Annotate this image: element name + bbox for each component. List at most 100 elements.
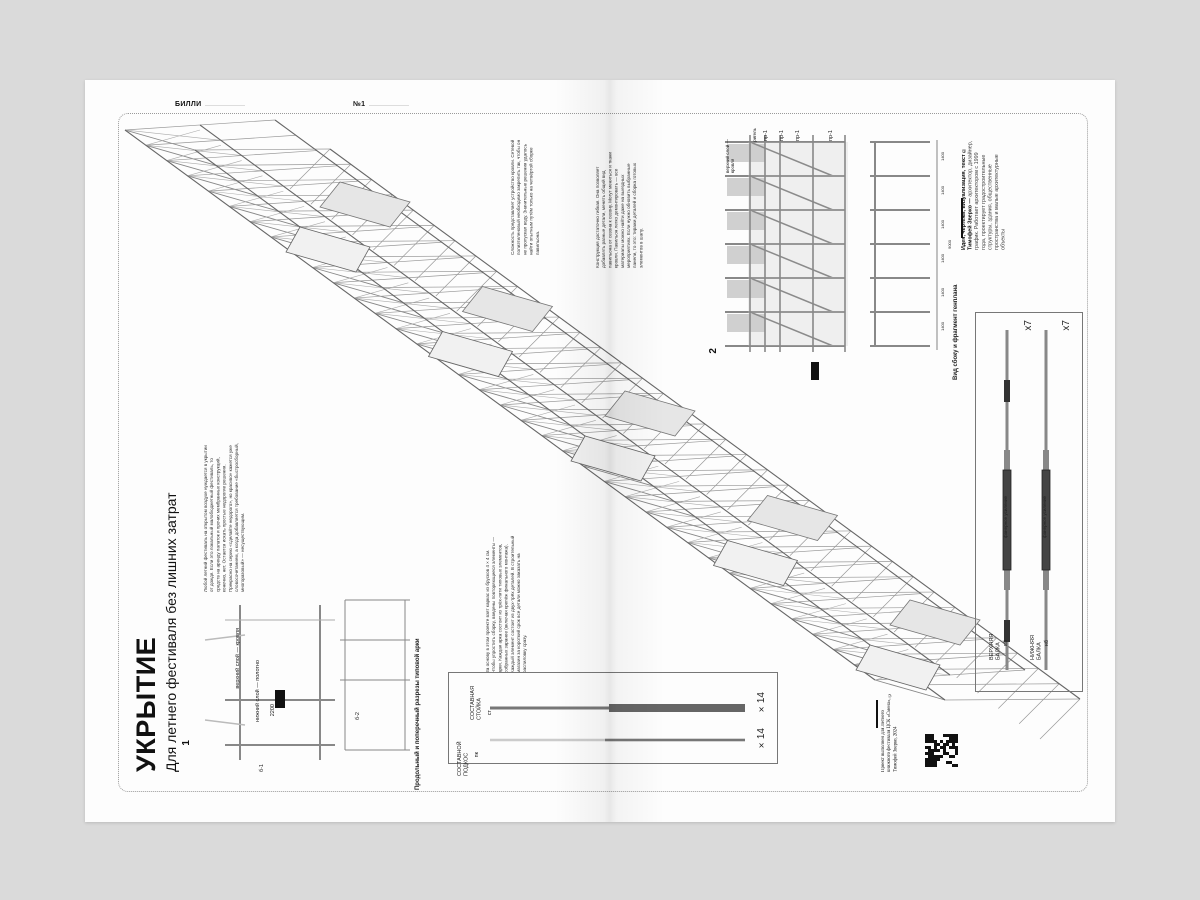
part-note: фанерное усиление <box>1003 496 1008 539</box>
beam <box>194 148 331 151</box>
roof-panel <box>727 144 765 162</box>
figure-2-caption: Вид сбоку и фрагмент генплана <box>953 284 959 380</box>
brace <box>208 190 305 202</box>
roof-panel <box>727 212 765 230</box>
qr-module <box>937 743 940 746</box>
plywood-reinforcement <box>1041 469 1051 571</box>
page-frame <box>118 113 1088 792</box>
fig2-label-pr1: пр-1 <box>779 130 785 141</box>
fig1-label-canvas: нижний слой — полотно <box>255 660 261 722</box>
post <box>729 572 800 594</box>
qr-module <box>943 752 946 755</box>
qr-module <box>931 749 934 752</box>
beam <box>715 530 851 533</box>
brace <box>541 419 596 436</box>
beam <box>882 652 1018 655</box>
magazine-name-text: БИЛЛИ <box>175 101 202 108</box>
qr-module <box>931 740 934 743</box>
strut <box>581 362 622 404</box>
qr-module <box>955 734 958 737</box>
qr-module <box>955 737 958 740</box>
part-code: пк <box>474 752 480 758</box>
fig1-label-height: 2200 <box>270 704 276 717</box>
brace <box>229 190 284 207</box>
canopy-panel <box>604 390 696 437</box>
qr-module <box>934 764 937 767</box>
qr-module <box>925 746 928 749</box>
brace <box>604 481 701 492</box>
part-code: ст <box>487 710 493 716</box>
brace <box>687 526 742 543</box>
joint <box>1004 380 1010 402</box>
qr-code[interactable] <box>925 734 959 768</box>
beam <box>236 179 372 181</box>
brace <box>354 282 409 299</box>
intro-text: Любой летний фестиваль на открытом возду… <box>203 443 246 592</box>
post <box>124 129 196 151</box>
brace <box>520 419 617 431</box>
brace <box>812 633 909 645</box>
post <box>187 175 258 197</box>
body-text-1: Сложность представляет устройство кровли… <box>510 139 540 255</box>
brace <box>374 297 430 314</box>
brace <box>270 221 326 238</box>
human-figure-icon <box>811 362 819 380</box>
beam <box>215 163 351 166</box>
qr-module <box>931 761 934 764</box>
post <box>520 419 591 441</box>
post <box>312 267 383 288</box>
qr-module <box>949 761 952 764</box>
brace <box>833 633 888 650</box>
brace <box>229 206 326 217</box>
beam <box>444 331 581 334</box>
post <box>770 603 841 625</box>
fig1-label-b1: б-1 <box>259 764 265 773</box>
brace <box>354 297 451 309</box>
credits: Идея, чертежи, визуализация, текст © Тим… <box>961 140 1039 250</box>
qr-module <box>934 746 937 749</box>
qr-module <box>946 734 949 737</box>
fig2-label-pr1: пр-1 <box>828 130 834 141</box>
post <box>374 312 446 334</box>
qr-module <box>949 737 952 740</box>
qr-module <box>931 737 934 740</box>
article-title: УКРЫТИЕ <box>131 636 161 772</box>
brace <box>791 618 888 630</box>
strut <box>1039 698 1081 740</box>
qr-module <box>937 749 940 752</box>
brace <box>666 526 763 538</box>
qr-module <box>940 740 943 743</box>
qr-module <box>928 734 931 737</box>
qr-module <box>931 758 934 761</box>
brace <box>166 144 221 161</box>
fig2-label-pr1: пр-1 <box>763 130 769 141</box>
qr-module <box>925 734 928 737</box>
qr-module <box>943 746 946 749</box>
dimension-label: 1400 <box>940 288 945 297</box>
qr-module <box>925 758 928 761</box>
post <box>229 205 300 227</box>
qr-module <box>940 755 943 758</box>
body-text-2: Конструкция достаточно гибкая. Она позво… <box>595 152 644 268</box>
post <box>624 496 696 518</box>
brace <box>645 496 701 513</box>
part-count: x7 <box>1061 320 1072 331</box>
brace <box>145 144 242 156</box>
fig2-label-rigel: ригель <box>752 128 757 142</box>
part-name: СОСТАВНАЯ СТОЙКА <box>470 685 483 720</box>
qr-module <box>937 755 940 758</box>
beam <box>486 362 622 365</box>
roof-panel <box>727 314 765 332</box>
qr-module <box>955 740 958 743</box>
part-name: НИЖНЯЯ БАЛКА <box>1030 635 1043 660</box>
strut <box>706 454 747 495</box>
part-code: нб <box>1044 640 1050 647</box>
section-strut <box>204 719 246 726</box>
rail <box>199 124 951 676</box>
rail <box>124 129 876 681</box>
post <box>479 389 550 411</box>
post <box>666 526 737 548</box>
roof-panel <box>727 246 765 264</box>
qr-module <box>940 746 943 749</box>
brace <box>499 404 596 416</box>
